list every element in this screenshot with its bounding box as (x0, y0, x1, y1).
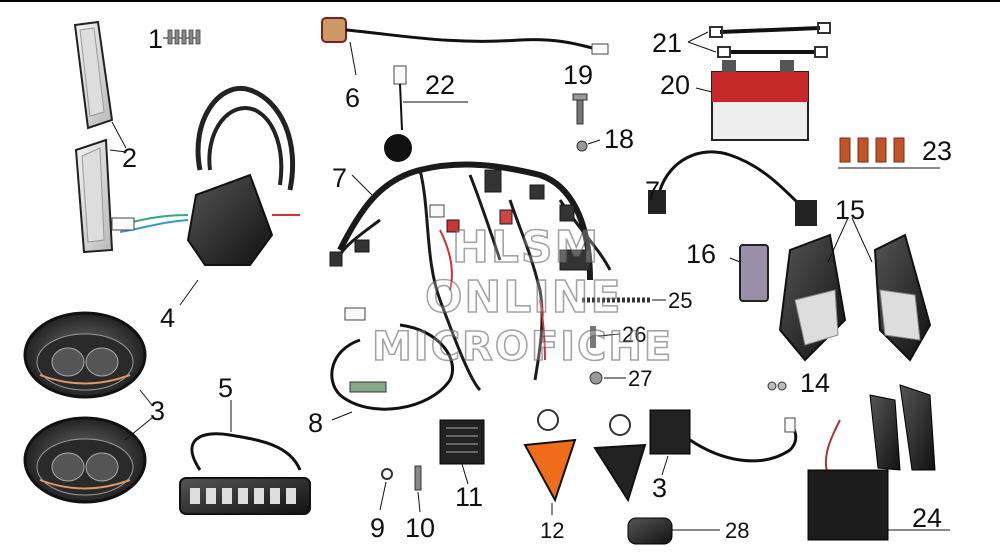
callout-15: 15 (835, 195, 866, 225)
horn-part (384, 65, 468, 162)
bolt-part (572, 93, 601, 152)
callout-10: 10 (405, 513, 436, 543)
fuse-part (838, 137, 940, 169)
callout-9: 9 (370, 513, 386, 543)
callout-7-harness: 7 (332, 163, 348, 193)
hardware-part (582, 297, 666, 385)
callout-16: 16 (686, 239, 717, 269)
light-bar-part (179, 400, 311, 515)
callout-7-relay: 7 (645, 176, 661, 206)
callout-14: 14 (800, 368, 831, 398)
battery-strap-part (687, 22, 831, 58)
callout-5: 5 (218, 373, 234, 403)
callout-3-headlight: 3 (150, 396, 166, 426)
sensor-cable-part (330, 307, 454, 421)
battery-part (695, 60, 809, 141)
callout-22: 22 (425, 70, 456, 100)
wiring-harness-part (329, 161, 612, 392)
callout-1: 1 (148, 24, 164, 54)
callout-25: 25 (668, 288, 693, 313)
callout-18: 18 (604, 124, 635, 154)
callout-23: 23 (922, 136, 953, 166)
callout-27: 27 (628, 366, 653, 391)
reflector-part (729, 244, 769, 302)
nut-part (767, 381, 787, 391)
callout-3-module: 3 (652, 473, 668, 503)
speedometer-part (111, 86, 300, 306)
alarm-module-part (807, 384, 950, 541)
relay-cable-part (648, 150, 817, 226)
headlight-part (23, 311, 153, 504)
cdi-module-part (649, 409, 798, 476)
watermark-line-2: ONLINE (424, 272, 623, 323)
watermark-line-1: HLSM (451, 222, 601, 273)
callout-8: 8 (308, 408, 324, 438)
callout-21: 21 (652, 28, 683, 58)
valve-part (627, 517, 720, 545)
key-tag-part (523, 409, 647, 515)
callout-4: 4 (160, 303, 176, 333)
callout-28: 28 (725, 518, 750, 543)
callout-11: 11 (455, 482, 484, 512)
callout-6: 6 (345, 83, 361, 113)
callout-19: 19 (563, 60, 594, 90)
screws-part (163, 29, 201, 45)
callout-20: 20 (660, 70, 691, 100)
callout-24: 24 (912, 503, 943, 533)
callout-26: 26 (622, 322, 647, 347)
turn-signal-part (73, 20, 127, 254)
ignition-switch-part (321, 17, 609, 76)
callout-12: 12 (540, 518, 565, 543)
callout-2: 2 (122, 143, 138, 173)
washer-bolt-part (379, 465, 422, 513)
regulator-part (439, 419, 485, 485)
top-border (0, 0, 1000, 2)
tail-light-part (778, 217, 932, 362)
watermark-line-3: MICROFICHE (371, 324, 674, 370)
